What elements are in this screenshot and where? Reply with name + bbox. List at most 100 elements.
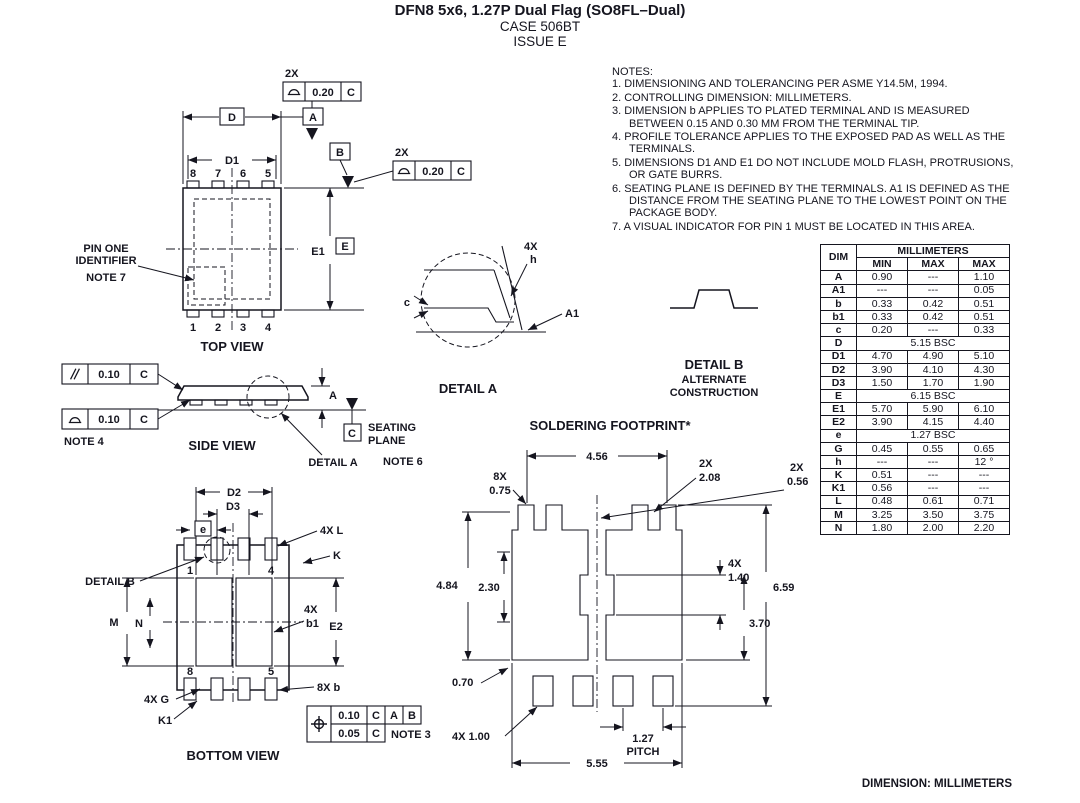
dim-table-row: A1------0.05	[820, 283, 1010, 298]
pin-number: 5	[265, 168, 271, 180]
fcf-qty-label: 2X	[395, 147, 409, 159]
detail-b-callout: DETAIL B	[85, 576, 135, 588]
pin-number: 3	[240, 322, 246, 334]
seating-plane-label: SEATING	[368, 422, 416, 434]
fcf-datum-ref: C	[347, 87, 355, 99]
dim-table-cell: 2.20	[958, 520, 1010, 536]
dim-label-e2: E2	[329, 621, 342, 633]
dim-label-g: 4X G	[144, 694, 169, 706]
datum-label-c: C	[348, 428, 356, 440]
dim-label-c: c	[404, 297, 410, 309]
footprint-view: SOLDERING FOOTPRINT* 4.56 8X 0.75 2X 2.0…	[436, 418, 808, 770]
note-item: 1. DIMENSIONING AND TOLERANCING PER ASME…	[612, 78, 948, 91]
dim-label-a1: A1	[565, 308, 579, 320]
note-item: 5. DIMENSIONS D1 AND E1 DO NOT INCLUDE M…	[612, 156, 1014, 182]
view-title-side: SIDE VIEW	[188, 438, 256, 453]
pin-number: 8	[187, 666, 193, 678]
notes-heading: NOTES:	[612, 66, 653, 78]
dim-label-l: 4X L	[320, 525, 344, 537]
pin-number: 1	[190, 322, 196, 334]
dim-label-e: e	[200, 524, 206, 536]
view-title-top: TOP VIEW	[200, 339, 264, 354]
note-3-ref: NOTE 3	[391, 729, 431, 741]
dim-label-m: M	[109, 617, 118, 629]
notes-block: NOTES: 1. DIMENSIONING AND TOLERANCING P…	[612, 66, 1016, 234]
units-footnote: DIMENSION: MILLIMETERS	[861, 778, 1012, 790]
col-header-dim: DIM	[820, 243, 857, 272]
note-4-ref: NOTE 4	[64, 436, 105, 448]
datum-label-e: E	[341, 241, 348, 253]
dim-label-n: N	[135, 618, 143, 630]
fcf-tolerance: 0.20	[422, 166, 443, 178]
pin-number: 2	[215, 322, 221, 334]
dim-label-k1: K1	[158, 715, 172, 727]
datum-label-b: B	[336, 147, 344, 159]
pin-one-indicator-area	[187, 266, 226, 306]
detail-a-callout: DETAIL A	[308, 457, 357, 469]
dim-label-b1: b1	[306, 618, 319, 630]
fcf-datum-ref: C	[372, 728, 380, 740]
top-view-geometry	[137, 81, 472, 330]
dim-table-row: h------12 °	[820, 454, 1010, 470]
dim-qty-4x: 4X	[304, 604, 318, 616]
pin-number: 4	[265, 322, 272, 334]
dim-label-d: D	[228, 112, 236, 124]
fcf-datum-ref: C	[140, 369, 148, 381]
datum-b-triangle	[342, 176, 354, 188]
view-title-bottom: BOTTOM VIEW	[187, 748, 281, 763]
footprint-title: SOLDERING FOOTPRINT*	[529, 418, 691, 433]
fcf-tolerance: 0.10	[98, 369, 119, 381]
dim-qty-4x: 4X	[524, 241, 538, 253]
side-view-geometry	[61, 363, 366, 456]
dim-label-d3: D3	[226, 501, 240, 513]
fcf-tolerance: 0.05	[338, 728, 359, 740]
pin-number: 4	[268, 565, 275, 577]
pin-one-label: PIN ONE	[83, 243, 128, 255]
fcf-datum-ref: B	[408, 710, 416, 722]
pin-number: 6	[240, 168, 246, 180]
view-title-detail-b: DETAIL B	[685, 357, 744, 372]
fcf-datum-ref: A	[390, 710, 398, 722]
pin-number: 5	[268, 666, 274, 678]
detail-b-subtitle: ALTERNATE	[682, 374, 747, 386]
side-view: 0.10 C 0.10 C NOTE 4 A SIDE VIEW DETAIL …	[61, 363, 423, 469]
top-view: 2X 0.20 C 2X 0.20 C D A B D1 E1 E 8 7 6 …	[75, 68, 472, 354]
fcf-tolerance: 0.10	[338, 710, 359, 722]
notes-list: 1. DIMENSIONING AND TOLERANCING PER ASME…	[612, 78, 1016, 233]
note-7-ref: NOTE 7	[86, 272, 126, 284]
title-block: DFN8 5x6, 1.27P Dual Flag (SO8FL–Dual) C…	[0, 2, 1080, 49]
footprint-geometry	[462, 450, 785, 768]
detail-b-subtitle: CONSTRUCTION	[670, 387, 759, 399]
fcf-datum-ref: C	[372, 710, 380, 722]
detail-a-geometry	[413, 245, 563, 348]
note-item: 3. DIMENSION b APPLIES TO PLATED TERMINA…	[612, 105, 970, 130]
note-6-ref: NOTE 6	[383, 456, 423, 468]
dim-value: 0.75	[489, 485, 510, 497]
case-number: CASE 506BT	[499, 19, 581, 34]
dim-label-d2: D2	[227, 487, 241, 499]
note-item: 7. A VISUAL INDICATOR FOR PIN 1 MUST BE …	[612, 220, 975, 233]
dim-value: 0.70	[452, 677, 473, 689]
dim-qty: 2X	[699, 458, 713, 470]
dim-value: 1.27	[632, 733, 653, 745]
pin-one-label: IDENTIFIER	[75, 255, 136, 267]
page-title: DFN8 5x6, 1.27P Dual Flag (SO8FL–Dual)	[394, 2, 686, 19]
seating-plane-triangle	[346, 398, 358, 410]
dim-qty: 2X	[790, 462, 804, 474]
dim-value: 2.08	[699, 472, 720, 484]
